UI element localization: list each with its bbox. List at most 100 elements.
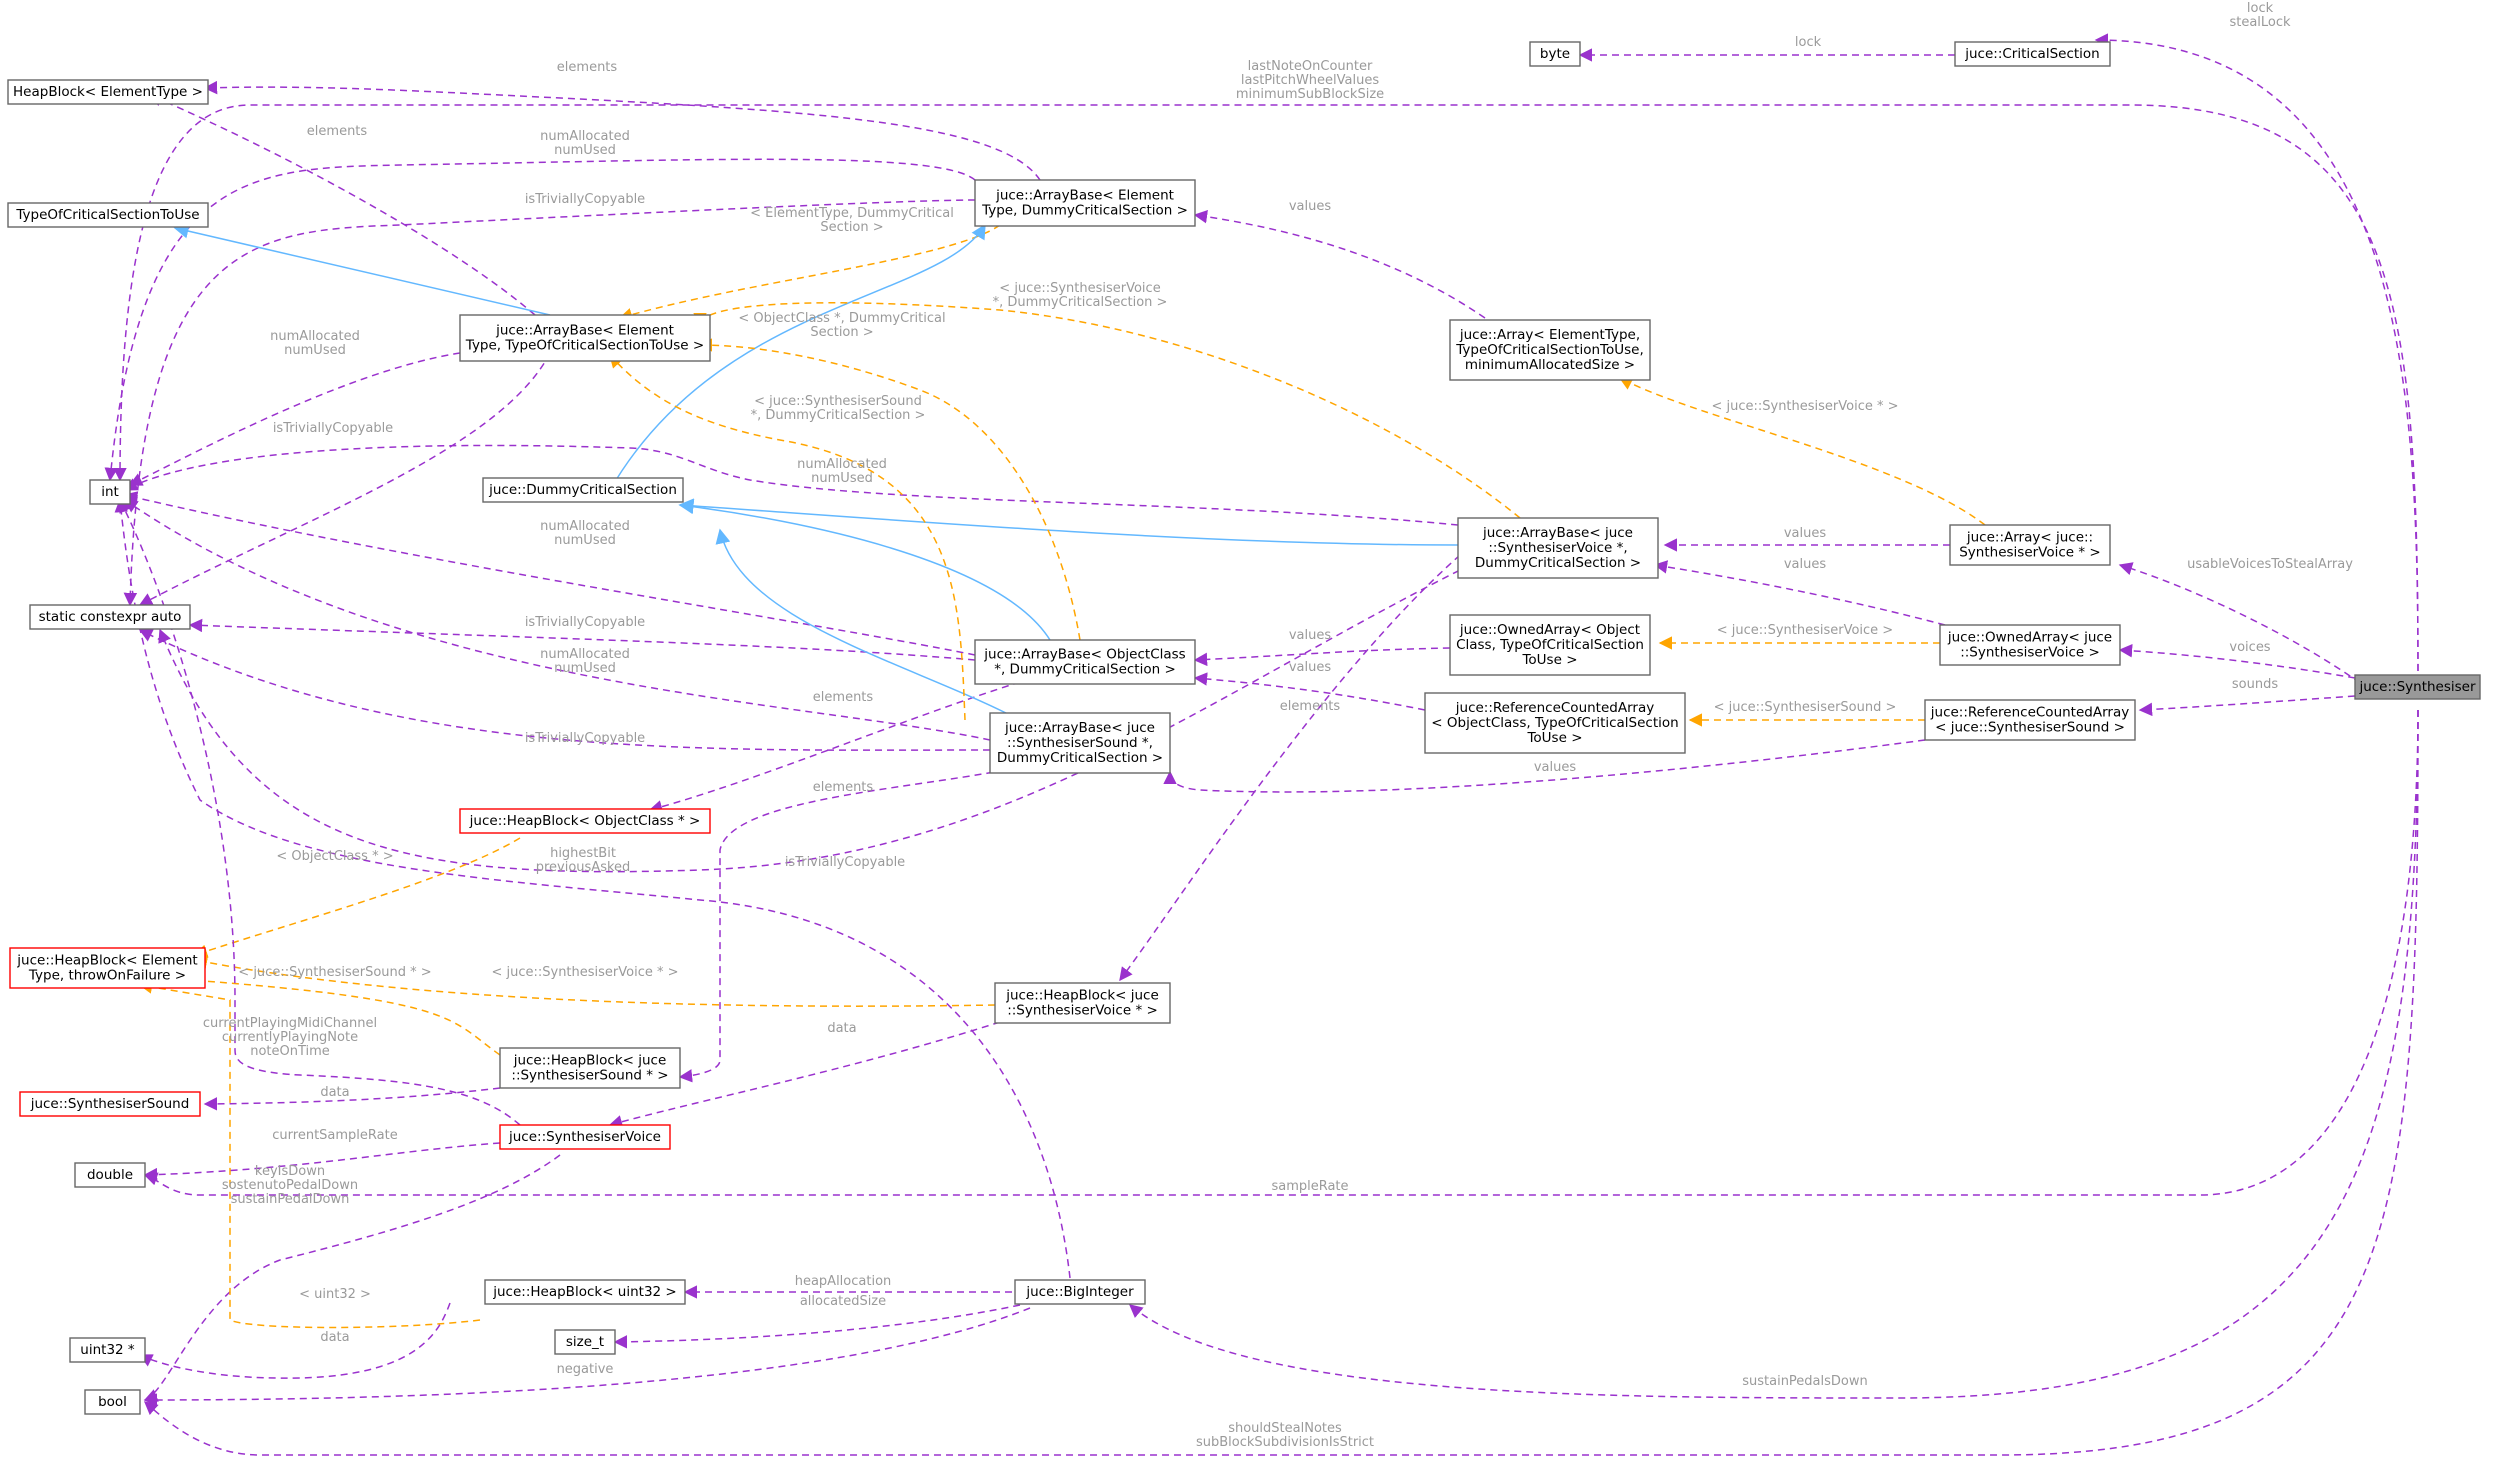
node-label: double	[87, 1167, 133, 1183]
node-label: juce::HeapBlock< ObjectClass * >	[469, 813, 701, 829]
edge-abetdcs-dummycs	[609, 223, 986, 491]
edge-label-values-array: values	[1289, 199, 1332, 214]
node-double[interactable]: double	[74, 1162, 146, 1188]
node-refarray_tmpl[interactable]: juce::ReferenceCountedArray< ObjectClass…	[1424, 692, 1686, 754]
node-box	[7, 202, 209, 228]
edge-label-oc-tmpl: < ObjectClass * >	[276, 849, 393, 864]
node-heapblock_et[interactable]: HeapBlock< ElementType >	[7, 79, 209, 105]
edge-label-numalloc-top: numUsed	[554, 143, 616, 158]
node-bool[interactable]: bool	[84, 1389, 141, 1415]
node-typeof_cs[interactable]: TypeOfCriticalSectionToUse	[7, 202, 209, 228]
node-arraybase_oc[interactable]: juce::ArrayBase< ObjectClass*, DummyCrit…	[974, 639, 1196, 685]
node-arraybase_et_tcs[interactable]: juce::ArrayBase< ElementType, TypeOfCrit…	[459, 314, 711, 362]
edge-ownedsv-absv	[1653, 560, 1946, 626]
edge-label-ssp-tmpl: < juce::SynthesiserSound * >	[238, 965, 431, 980]
node-box	[29, 604, 191, 630]
node-box	[989, 712, 1171, 774]
node-int[interactable]: int	[89, 479, 131, 505]
edge-biginteger-bool	[143, 1307, 1031, 1407]
edge-synth-critsec	[2094, 33, 2419, 684]
edge-synthvoice-bool	[143, 1154, 561, 1402]
edge-heapblockss-heapblocktmpl	[188, 974, 501, 1056]
node-label: Type, throwOnFailure >	[28, 968, 186, 984]
edge-label-et-dcs: < ElementType, DummyCritical	[750, 206, 954, 221]
edge-label-steal: subBlockSubdivisionIsStrict	[1196, 1435, 1374, 1450]
edge-abss-abettcs	[609, 353, 966, 721]
node-box	[84, 1389, 141, 1415]
node-label: int	[101, 484, 119, 500]
edge-label-values-ra: values	[1289, 660, 1332, 675]
edge-label-numalloc-ss: numAllocated	[540, 647, 630, 662]
edge-abetdcs-int	[104, 158, 976, 482]
edge-label-svp-tmpl2: < juce::SynthesiserVoice * >	[491, 965, 678, 980]
edge-abetdcs-constexpr	[123, 199, 976, 607]
node-heapblock_sv[interactable]: juce::HeapBlock< juce::SynthesiserVoice …	[994, 982, 1171, 1024]
node-label: < juce::SynthesiserSound >	[1935, 720, 2125, 736]
node-critsec[interactable]: juce::CriticalSection	[1954, 41, 2111, 67]
node-box	[1529, 41, 1581, 67]
node-label: < ObjectClass, TypeOfCriticalSection	[1431, 715, 1678, 731]
edge-label-ss-dcs: < juce::SynthesiserSound	[754, 394, 922, 409]
edge-label-usable: usableVoicesToStealArray	[2187, 557, 2353, 572]
edge-label-keys: sostenutoPedalDown	[222, 1178, 358, 1193]
node-refarray_ss[interactable]: juce::ReferenceCountedArray< juce::Synth…	[1924, 699, 2136, 741]
node-box	[1449, 614, 1651, 676]
edge-arraytmpl-abetdcs	[1193, 210, 1486, 319]
edge-abss-constexpr	[138, 629, 991, 751]
node-label: ::SynthesiserSound *,	[1007, 735, 1153, 751]
node-arraybase_ss[interactable]: juce::ArrayBase< juce::SynthesiserSound …	[989, 712, 1171, 774]
node-arraybase_et_dcs[interactable]: juce::ArrayBase< ElementType, DummyCriti…	[974, 179, 1196, 227]
node-box	[484, 1279, 686, 1305]
node-synthvoice[interactable]: juce::SynthesiserVoice	[499, 1124, 671, 1150]
edge-heapblockss-synthsound	[203, 1087, 501, 1111]
node-array_sv[interactable]: juce::Array< juce::SynthesiserVoice * >	[1949, 524, 2111, 566]
node-biginteger[interactable]: juce::BigInteger	[1014, 1279, 1146, 1305]
node-heapblock_tmpl[interactable]: juce::HeapBlock< ElementType, throwOnFai…	[9, 947, 206, 989]
node-label: juce::ReferenceCountedArray	[1455, 700, 1654, 716]
node-heapblock_u32[interactable]: juce::HeapBlock< uint32 >	[484, 1279, 686, 1305]
edge-label-sv-dcs: *, DummyCriticalSection >	[993, 295, 1168, 310]
node-synth[interactable]: juce::Synthesiser	[2354, 674, 2481, 700]
node-label: Type, DummyCriticalSection >	[981, 203, 1188, 219]
node-label: juce::ArrayBase< ObjectClass	[983, 647, 1185, 663]
node-byte[interactable]: byte	[1529, 41, 1581, 67]
node-ownedarray_tmpl[interactable]: juce::OwnedArray< ObjectClass, TypeOfCri…	[1449, 614, 1651, 676]
edge-synth-arraysv	[2118, 562, 2361, 684]
edge-abss-int	[123, 499, 991, 741]
edge-abettcs-typeofcs	[173, 223, 551, 316]
edge-label-elements-oc: elements	[813, 690, 874, 705]
edge-synth-int	[113, 104, 2419, 684]
node-box	[2354, 674, 2481, 700]
node-label: juce::OwnedArray< Object	[1459, 622, 1640, 638]
edge-label-et-dcs: Section >	[820, 220, 883, 235]
node-array_tmpl[interactable]: juce::Array< ElementType,TypeOfCriticalS…	[1449, 319, 1651, 381]
edge-label-uint32: < uint32 >	[299, 1287, 371, 1302]
edge-absv-int	[123, 444, 1459, 526]
edge-heapblocksv-heapblocktmpl	[193, 955, 996, 1007]
node-label: *, DummyCriticalSection >	[994, 662, 1176, 678]
edge-synth-double	[143, 709, 2419, 1196]
node-synthsound[interactable]: juce::SynthesiserSound	[19, 1091, 201, 1117]
node-ownedarray_sv[interactable]: juce::OwnedArray< juce::SynthesiserVoice…	[1939, 624, 2121, 666]
node-label: juce::BigInteger	[1025, 1284, 1134, 1300]
node-uint32p[interactable]: uint32 *	[69, 1337, 146, 1363]
edge-label-trivial-ss: isTriviallyCopyable	[525, 731, 645, 746]
node-label: juce::HeapBlock< juce	[513, 1053, 667, 1069]
node-dummycs[interactable]: juce::DummyCriticalSection	[482, 477, 684, 503]
node-heapblock_ss[interactable]: juce::HeapBlock< juce::SynthesiserSound …	[499, 1047, 681, 1089]
node-label: TypeOfCriticalSectionToUse	[15, 207, 199, 223]
node-heapblock_oc[interactable]: juce::HeapBlock< ObjectClass * >	[459, 808, 711, 834]
edge-label-heapalloc: heapAllocation	[795, 1274, 892, 1289]
node-constexpr[interactable]: static constexpr auto	[29, 604, 191, 630]
node-arraybase_sv[interactable]: juce::ArrayBase< juce::SynthesiserVoice …	[1457, 517, 1659, 579]
node-box	[19, 1091, 201, 1117]
node-label: juce::HeapBlock< uint32 >	[492, 1284, 676, 1300]
node-label: static constexpr auto	[39, 609, 182, 625]
node-box	[1949, 524, 2111, 566]
node-size_t[interactable]: size_t	[554, 1329, 616, 1355]
node-label: juce::DummyCriticalSection	[488, 482, 677, 498]
edge-label-keys: keyIsDown	[255, 1164, 325, 1179]
node-label: ::SynthesiserVoice *,	[1488, 540, 1627, 556]
